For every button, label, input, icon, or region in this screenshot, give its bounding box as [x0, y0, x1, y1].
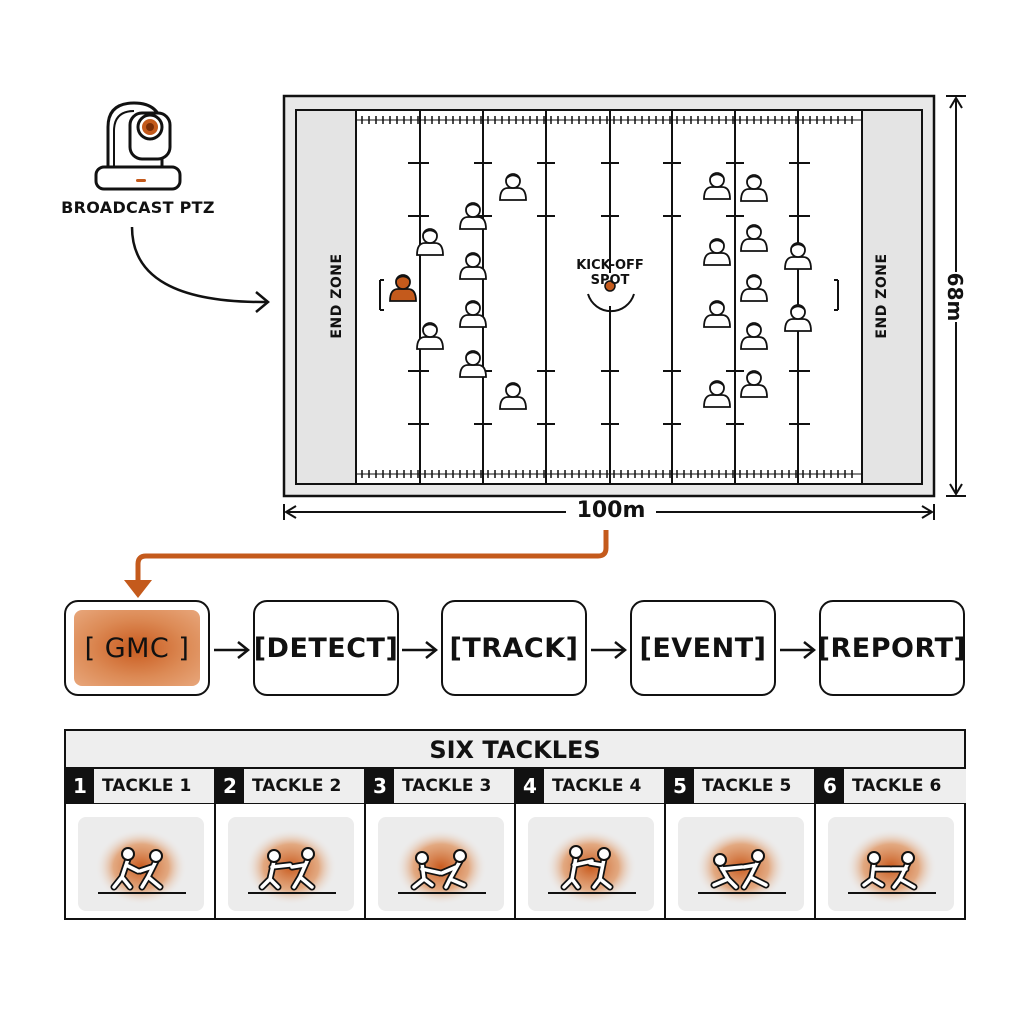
tackle-header: 3 TACKLE 3 — [366, 769, 514, 804]
six-tackles-panel: SIX TACKLES 1 TACKLE 1 2 TACKLE 2 3 TACKLE 3 4… — [64, 729, 966, 920]
stage-gmc[interactable]: [ GMC ] — [64, 600, 210, 696]
player-icon — [459, 350, 487, 378]
player-icon — [740, 370, 768, 398]
player-icon — [499, 382, 527, 410]
player-icon — [703, 300, 731, 328]
tackle-illustration — [828, 817, 954, 911]
player-icon — [459, 252, 487, 280]
player-icon — [459, 300, 487, 328]
tackle-figures-icon — [695, 829, 787, 905]
tackle-illustration — [78, 817, 204, 911]
stage-report[interactable]: [REPORT] — [817, 600, 967, 696]
stage-detect-label: [DETECT] — [253, 632, 399, 664]
left-endzone — [295, 109, 357, 485]
player-icon — [416, 228, 444, 256]
tackle-number-badge: 2 — [216, 769, 244, 803]
player-icon — [703, 172, 731, 200]
tackle-card-1[interactable]: 1 TACKLE 1 — [66, 769, 216, 920]
tackle-label: TACKLE 5 — [702, 776, 792, 796]
kickoff-label-line1: KICK-OFF — [576, 258, 644, 273]
ptz-camera-icon — [94, 101, 182, 191]
tackle-label: TACKLE 1 — [102, 776, 192, 796]
rugby-field — [282, 94, 966, 520]
right-endzone — [861, 109, 923, 485]
tackle-card-5[interactable]: 5 TACKLE 5 — [666, 769, 816, 920]
tackles-title: SIX TACKLES — [66, 731, 964, 769]
right-goalposts — [834, 279, 839, 311]
left-goalposts — [379, 279, 384, 311]
kickoff-arc — [587, 293, 635, 313]
player-icon — [416, 322, 444, 350]
stage-track-label: [TRACK] — [449, 632, 579, 664]
tackle-figures-icon — [395, 829, 487, 905]
kickoff-label: KICK-OFF SPOT — [560, 258, 660, 288]
tackle-illustration — [678, 817, 804, 911]
field-width-label: 100m — [566, 498, 656, 523]
arrow-right-icon — [214, 641, 251, 659]
left-endzone-label: END ZONE — [329, 253, 345, 339]
tackle-label: TACKLE 3 — [402, 776, 492, 796]
tackle-header: 6 TACKLE 6 — [816, 769, 966, 804]
player-icon — [703, 380, 731, 408]
tackle-figures-icon — [845, 829, 937, 905]
player-icon — [740, 322, 768, 350]
tackle-label: TACKLE 6 — [852, 776, 942, 796]
stage-event-label: [EVENT] — [639, 632, 767, 664]
tackle-card-2[interactable]: 2 TACKLE 2 — [216, 769, 366, 920]
camera-feed-arrow — [130, 226, 270, 313]
tackle-number-badge: 3 — [366, 769, 394, 803]
tackle-card-4[interactable]: 4 TACKLE 4 — [516, 769, 666, 920]
camera-label: BROADCAST PTZ — [61, 198, 215, 217]
tackle-number-badge: 1 — [66, 769, 94, 803]
tackle-label: TACKLE 2 — [252, 776, 342, 796]
field-height-label: 68m — [940, 272, 970, 322]
right-endzone-label: END ZONE — [874, 253, 890, 339]
player-icon — [740, 224, 768, 252]
player-icon — [703, 238, 731, 266]
stage-report-label: [REPORT] — [817, 632, 967, 664]
player-icon — [459, 202, 487, 230]
tackle-card-6[interactable]: 6 TACKLE 6 — [816, 769, 966, 920]
tackle-header: 2 TACKLE 2 — [216, 769, 364, 804]
stage-gmc-label: [ GMC ] — [84, 632, 190, 664]
stage-event[interactable]: [EVENT] — [630, 600, 776, 696]
broadcast-camera: BROADCAST PTZ — [50, 95, 240, 225]
arrow-right-icon — [780, 641, 817, 659]
tackle-label: TACKLE 4 — [552, 776, 642, 796]
player-icon — [784, 304, 812, 332]
player-icon — [740, 274, 768, 302]
highlighted-player-icon — [389, 274, 417, 302]
player-icon — [784, 242, 812, 270]
tackle-number-badge: 5 — [666, 769, 694, 803]
tackle-figures-icon — [545, 829, 637, 905]
stage-detect[interactable]: [DETECT] — [253, 600, 399, 696]
player-icon — [740, 174, 768, 202]
tackle-number-badge: 6 — [816, 769, 844, 803]
arrow-right-icon — [591, 641, 628, 659]
tackle-illustration — [528, 817, 654, 911]
tackle-number-badge: 4 — [516, 769, 544, 803]
tackle-figures-icon — [245, 829, 337, 905]
player-icon — [499, 173, 527, 201]
tackle-header: 4 TACKLE 4 — [516, 769, 664, 804]
tackle-figures-icon — [95, 829, 187, 905]
tackle-illustration — [378, 817, 504, 911]
arrow-right-icon — [402, 641, 439, 659]
tackle-illustration — [228, 817, 354, 911]
kickoff-label-line2: SPOT — [590, 273, 630, 288]
tackle-header: 5 TACKLE 5 — [666, 769, 814, 804]
stage-track[interactable]: [TRACK] — [441, 600, 587, 696]
stage-gmc-highlight — [74, 610, 200, 686]
kickoff-spot-marker — [604, 280, 616, 292]
tackle-header: 1 TACKLE 1 — [66, 769, 214, 804]
tackle-card-3[interactable]: 3 TACKLE 3 — [366, 769, 516, 920]
